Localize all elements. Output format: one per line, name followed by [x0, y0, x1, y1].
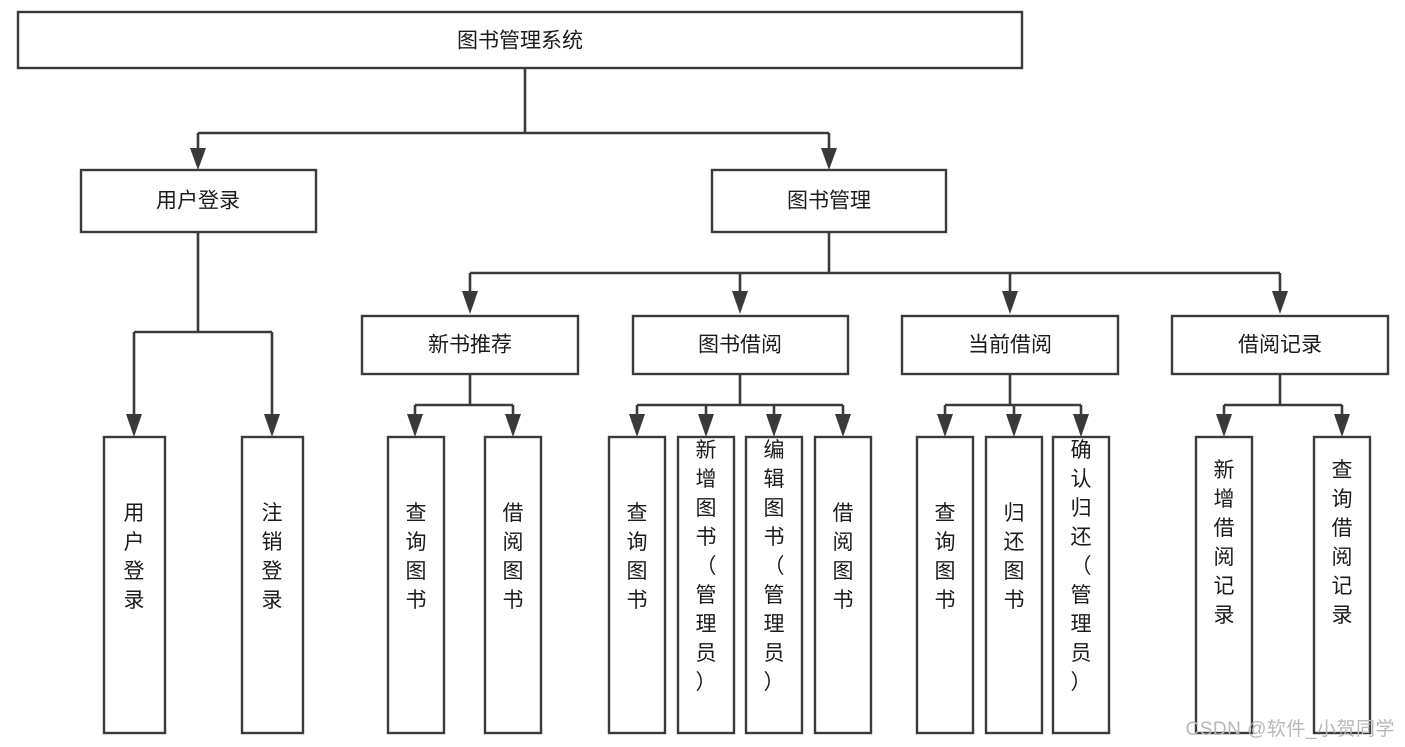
leaf-borrow-record-1-label: 查询借阅记录 — [1332, 459, 1353, 627]
node-book-borrow[interactable]: 图书借阅 — [631, 314, 850, 376]
node-user-login-label: 用户登录 — [156, 190, 240, 213]
arrowhead-bookmgmt-to-n4 — [1272, 291, 1288, 314]
leaf-book-borrow-3-box[interactable] — [813, 435, 873, 735]
leaf-book-borrow-3[interactable]: 借阅图书 — [813, 435, 873, 735]
node-book-borrow-box[interactable] — [631, 314, 850, 376]
leaf-current-borrow-2-box[interactable] — [1051, 435, 1111, 735]
leaf-borrow-record-0[interactable]: 新增借阅记录 — [1194, 435, 1254, 735]
leaf-book-borrow-0[interactable]: 查询图书 — [607, 435, 667, 735]
node-current-borrow-label: 当前借阅 — [968, 334, 1052, 357]
node-current-borrow-box[interactable] — [900, 314, 1120, 376]
leaf-current-borrow-0-label: 查询图书 — [935, 502, 956, 612]
leaf-new-book-1-box[interactable] — [483, 435, 543, 735]
node-book-management[interactable]: 图书管理 — [710, 168, 948, 234]
node-user-login-box[interactable] — [79, 168, 318, 234]
arrowhead-userlogin-leaf0 — [126, 414, 142, 437]
node-new-book-recommend-box[interactable] — [360, 314, 580, 376]
leaf-book-borrow-1[interactable]: 新增图书（管理员） — [676, 435, 736, 735]
node-root-label: 图书管理系统 — [457, 30, 583, 53]
node-book-borrow-label: 图书借阅 — [698, 334, 782, 357]
leaf-new-book-0[interactable]: 查询图书 — [386, 435, 446, 735]
node-root[interactable]: 图书管理系统 — [16, 10, 1024, 70]
arrowhead-bookmgmt-to-n2 — [732, 291, 748, 314]
node-borrow-record-label: 借阅记录 — [1238, 334, 1322, 357]
node-book-management-box[interactable] — [710, 168, 948, 234]
arrowhead-bookmgmt-to-n1 — [462, 291, 478, 314]
leaf-user-login-0-label: 用户登录 — [124, 502, 145, 612]
node-borrow-record-box[interactable] — [1170, 314, 1390, 376]
leaf-new-book-1-label: 借阅图书 — [503, 502, 524, 612]
leaf-current-borrow-2-label: 确认归还（管理员） — [1071, 439, 1092, 694]
arrowhead-bookmgmt-to-n3 — [1002, 291, 1018, 314]
leaf-book-borrow-1-label: 新增图书（管理员） — [696, 439, 717, 694]
arrowhead-root-to-bookmgmt — [821, 148, 837, 170]
connectors-layer — [126, 68, 1350, 437]
leaf-borrow-record-1-box[interactable] — [1312, 435, 1372, 735]
leaf-user-login-0-box[interactable] — [102, 435, 167, 735]
leaf-book-borrow-2-box[interactable] — [744, 435, 804, 735]
leaf-borrow-record-0-box[interactable] — [1194, 435, 1254, 735]
leaf-current-borrow-0[interactable]: 查询图书 — [915, 435, 975, 735]
leaf-book-borrow-0-box[interactable] — [607, 435, 667, 735]
leaf-borrow-record-1[interactable]: 查询借阅记录 — [1312, 435, 1372, 735]
leaf-book-borrow-0-label: 查询图书 — [627, 502, 648, 612]
arrowhead-newbook-leaf0 — [407, 414, 423, 437]
arrowhead-current-leaf2 — [1073, 414, 1089, 437]
arrowhead-borrow-leaf1 — [698, 414, 714, 437]
arrowhead-record-leaf0 — [1216, 414, 1232, 437]
arrowhead-borrow-leaf2 — [766, 414, 782, 437]
leaf-new-book-0-label: 查询图书 — [406, 502, 427, 612]
leaf-book-borrow-3-label: 借阅图书 — [833, 502, 854, 612]
arrowhead-newbook-leaf1 — [505, 414, 521, 437]
leaf-current-borrow-1[interactable]: 归还图书 — [984, 435, 1044, 735]
leaf-book-borrow-2[interactable]: 编辑图书（管理员） — [744, 435, 804, 735]
leaf-current-borrow-1-box[interactable] — [984, 435, 1044, 735]
leaf-new-book-1[interactable]: 借阅图书 — [483, 435, 543, 735]
arrowhead-borrow-leaf0 — [629, 414, 645, 437]
leaf-current-borrow-2[interactable]: 确认归还（管理员） — [1051, 435, 1111, 735]
leaf-current-borrow-1-label: 归还图书 — [1004, 502, 1025, 612]
arrowhead-borrow-leaf3 — [835, 414, 851, 437]
leaf-user-login-1-box[interactable] — [240, 435, 305, 735]
node-root-box[interactable] — [16, 10, 1024, 70]
node-book-management-label: 图书管理 — [787, 190, 871, 213]
node-current-borrow[interactable]: 当前借阅 — [900, 314, 1120, 376]
leaf-current-borrow-0-box[interactable] — [915, 435, 975, 735]
arrowhead-root-to-userlogin — [190, 148, 206, 170]
arrowhead-userlogin-leaf1 — [264, 414, 280, 437]
leaf-user-login-1[interactable]: 注销登录 — [240, 435, 305, 735]
leaf-user-login-0[interactable]: 用户登录 — [102, 435, 167, 735]
arrowhead-current-leaf0 — [937, 414, 953, 437]
leaf-borrow-record-0-label: 新增借阅记录 — [1214, 459, 1235, 627]
leaf-user-login-1-label: 注销登录 — [262, 502, 283, 612]
leaf-book-borrow-2-label: 编辑图书（管理员） — [764, 439, 785, 694]
arrowhead-record-leaf1 — [1334, 414, 1350, 437]
node-user-login[interactable]: 用户登录 — [79, 168, 318, 234]
node-new-book-recommend-label: 新书推荐 — [428, 334, 512, 357]
arrowhead-current-leaf1 — [1006, 414, 1022, 437]
leaf-book-borrow-1-box[interactable] — [676, 435, 736, 735]
node-new-book-recommend[interactable]: 新书推荐 — [360, 314, 580, 376]
leaf-new-book-0-box[interactable] — [386, 435, 446, 735]
node-borrow-record[interactable]: 借阅记录 — [1170, 314, 1390, 376]
